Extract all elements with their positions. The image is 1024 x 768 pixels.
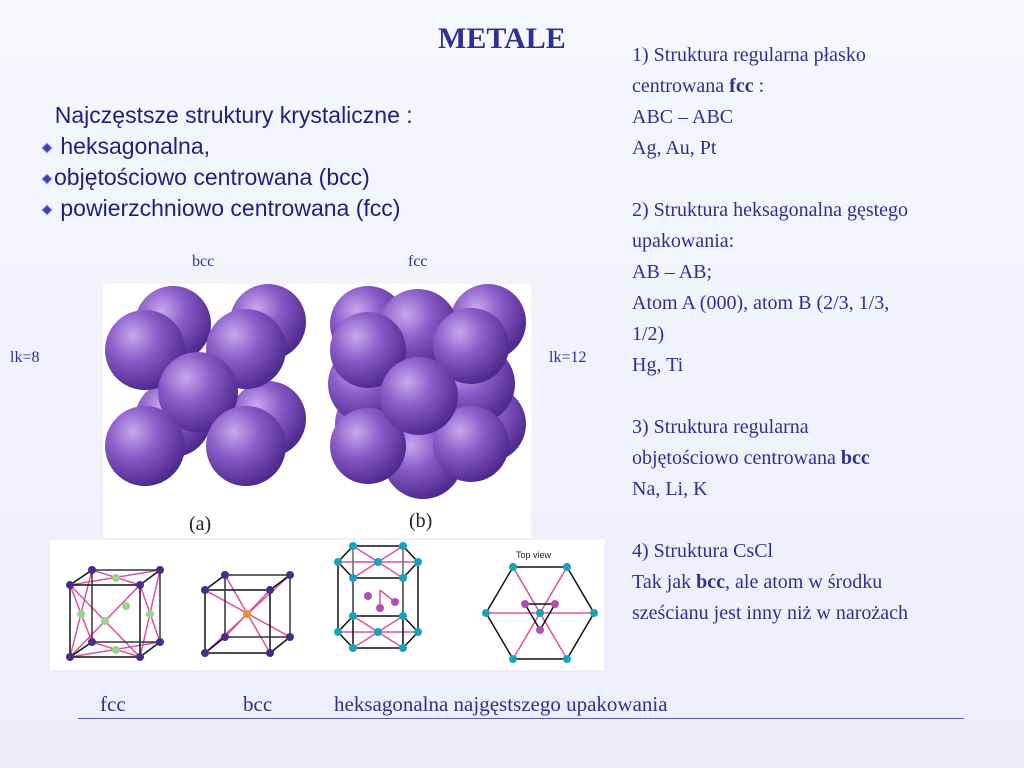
structure-fcc-text: 1) Struktura regularna płasko centrowana… — [632, 44, 866, 159]
diamond-bullet-icon — [42, 143, 52, 153]
bcc-label: bcc — [192, 253, 215, 270]
slide-title: METALE — [438, 22, 566, 55]
bcc-unit-cell-diagram — [201, 571, 294, 657]
intro-item: objętościowo centrowana (bcc) — [42, 162, 413, 193]
fcc-label: fcc — [408, 253, 428, 270]
sphere-packing-svg — [105, 284, 526, 499]
structure-hcp-text: 2) Struktura heksagonalna gęstego upakow… — [632, 199, 909, 376]
caption-fcc: fcc — [100, 692, 126, 716]
intro-list: Najczęstsze struktury krystaliczne : hek… — [42, 100, 413, 224]
caption-a: (a) — [189, 513, 212, 535]
hcp-top-view-diagram — [482, 563, 598, 663]
caption-b: (b) — [409, 510, 433, 532]
coordination-label-bcc: lk=8 — [10, 349, 40, 366]
diagram-captions: fcc bcc heksagonalna najgęstszego upakow… — [78, 690, 964, 719]
intro-heading: Najczęstsze struktury krystaliczne : — [54, 102, 413, 128]
lattice-diagrams: Top view — [50, 540, 604, 670]
structures-description: 1) Struktura regularna płasko centrowana… — [632, 40, 1012, 660]
coordination-label-fcc: lk=12 — [549, 349, 587, 366]
structure-cscl-text: 4) Struktura CsCl Tak jak bcc, ale atom … — [632, 540, 909, 624]
lattice-diagrams-svg — [66, 542, 598, 663]
structure-bcc-text: 3) Struktura regularna objętościowo cent… — [632, 416, 870, 500]
caption-bcc: bcc — [243, 692, 273, 716]
intro-item: powierzchniowo centrowana (fcc) — [42, 193, 413, 224]
hcp-unit-cell-diagram — [334, 542, 422, 652]
caption-hcp: heksagonalna najgęstszego upakowania — [334, 692, 668, 716]
top-view-label: Top view — [516, 550, 552, 560]
intro-item: heksagonalna, — [42, 131, 413, 162]
fcc-unit-cell-diagram — [66, 566, 164, 661]
sphere-packing-image: (a) (b) — [103, 284, 531, 538]
diamond-bullet-icon — [42, 205, 52, 215]
diamond-bullet-icon — [42, 174, 52, 184]
fcc-sphere-model — [328, 284, 526, 499]
bcc-sphere-model — [105, 284, 306, 486]
